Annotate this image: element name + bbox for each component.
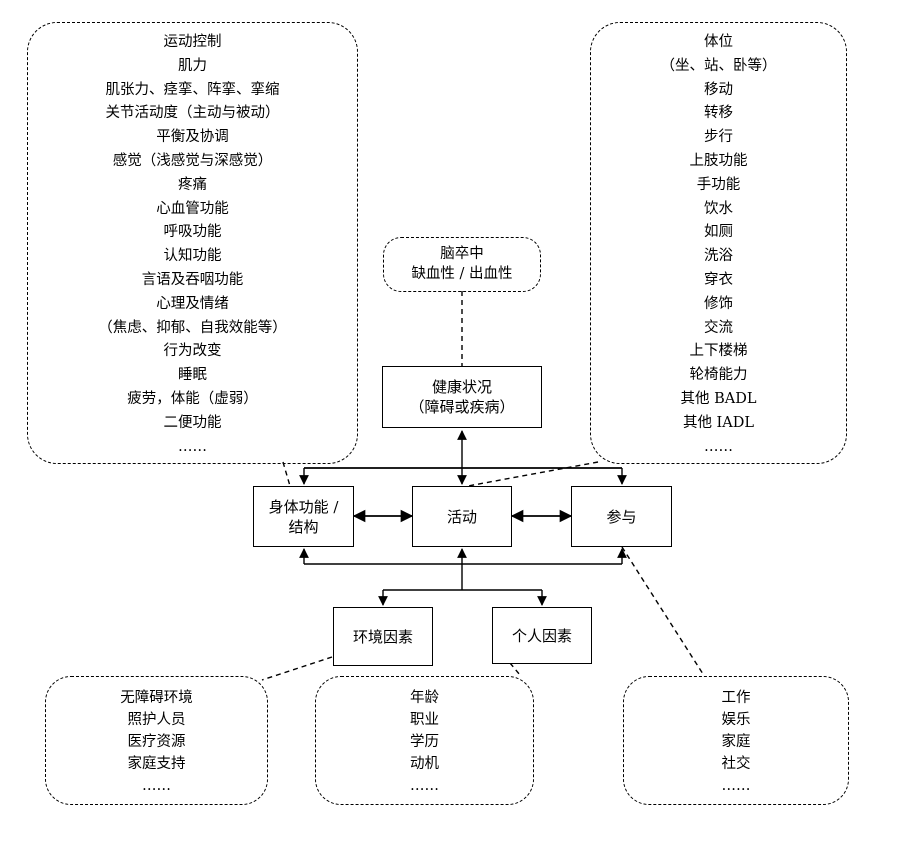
body-function-item: 睡眠 (178, 367, 207, 384)
body-function-item: 关节活动度（主动与被动） (105, 105, 280, 122)
body-function-item: 肌张力、痉挛、阵挛、挛缩 (105, 81, 280, 98)
activity-title: 活动 (446, 507, 477, 526)
activity-item: 其他 BADL (680, 390, 757, 407)
personal-factors-box: 个人因素 (492, 607, 592, 664)
stroke-title: 脑卒中 (440, 246, 484, 262)
environment-item: 家庭支持 (127, 756, 186, 772)
activity-item: 轮椅能力 (689, 367, 748, 384)
body-function-list-box: 运动控制 肌力 肌张力、痉挛、阵挛、挛缩 关节活动度（主动与被动） 平衡及协调 … (27, 22, 358, 464)
personal-item: 年龄 (410, 690, 439, 706)
body-function-item: 心理及情绪 (156, 295, 229, 312)
activity-item: 穿衣 (704, 271, 733, 288)
body-function-title: 身体功能 / (268, 497, 339, 516)
environment-list: 无障碍环境 照护人员 医疗资源 家庭支持 …… (46, 687, 267, 797)
body-function-box: 身体功能 / 结构 (253, 486, 354, 547)
activity-item: 修饰 (704, 295, 733, 312)
participation-list: 工作 娱乐 家庭 社交 …… (624, 687, 848, 797)
personal-factors-title: 个人因素 (511, 626, 572, 645)
body-function-item: 平衡及协调 (156, 129, 229, 146)
body-function-item: 行为改变 (163, 343, 222, 360)
activity-item: 如厕 (704, 224, 733, 241)
activity-item: （坐、站、卧等） (660, 57, 777, 74)
body-function-subtitle: 结构 (288, 517, 319, 536)
personal-list-box: 年龄 职业 学历 动机 …… (315, 676, 534, 805)
health-condition-subtitle: （障碍或疾病） (409, 398, 515, 416)
activity-item: 步行 (704, 129, 733, 146)
activity-box: 活动 (412, 486, 512, 547)
participation-item: 娱乐 (721, 712, 751, 728)
body-function-item: 感觉（浅感觉与深感觉） (112, 152, 273, 169)
environment-item: …… (142, 778, 171, 794)
environment-list-box: 无障碍环境 照护人员 医疗资源 家庭支持 …… (45, 676, 268, 805)
dash-personal-to-list (509, 662, 521, 676)
environment-factors-box: 环境因素 (333, 607, 433, 666)
environment-item: 无障碍环境 (120, 690, 193, 706)
body-function-item: （焦虑、抑郁、自我效能等） (98, 319, 287, 336)
activity-item: 手功能 (696, 176, 741, 193)
participation-list-box: 工作 娱乐 家庭 社交 …… (623, 676, 849, 805)
body-function-item: 二便功能 (163, 414, 222, 431)
activity-item: 饮水 (704, 200, 733, 217)
personal-item: 职业 (410, 712, 439, 728)
activity-item: 转移 (704, 105, 733, 122)
body-function-item: 疲劳，体能（虚弱） (127, 390, 258, 407)
activity-item: 洗浴 (704, 248, 733, 265)
body-function-list: 运动控制 肌力 肌张力、痉挛、阵挛、挛缩 关节活动度（主动与被动） 平衡及协调 … (28, 31, 357, 459)
body-function-item: 疼痛 (178, 176, 207, 193)
health-condition-title: 健康状况 (431, 378, 492, 396)
activity-list-box: 体位 （坐、站、卧等） 移动 转移 步行 上肢功能 手功能 饮水 如厕 洗浴 穿… (590, 22, 847, 464)
activity-item: 移动 (704, 81, 733, 98)
stroke-box: 脑卒中 缺血性 / 出血性 (383, 237, 541, 292)
participation-item: 家庭 (721, 734, 751, 750)
participation-item: 社交 (721, 756, 751, 772)
stroke-subtypes: 缺血性 / 出血性 (411, 266, 513, 282)
body-function-item: 呼吸功能 (163, 224, 222, 241)
body-function-item: …… (178, 438, 207, 455)
environment-item: 照护人员 (127, 712, 186, 728)
body-function-item: 认知功能 (163, 248, 222, 265)
activity-item: 体位 (704, 34, 733, 50)
activity-item: 上肢功能 (689, 152, 748, 169)
personal-item: …… (410, 778, 439, 794)
dash-body-list-to-body (282, 461, 291, 487)
participation-item: 工作 (721, 690, 751, 706)
participation-box: 参与 (571, 486, 672, 547)
body-function-item: 运动控制 (163, 34, 222, 50)
body-function-item: 心血管功能 (156, 200, 229, 217)
personal-item: 动机 (410, 756, 439, 772)
dash-activity-list-to-activity (467, 461, 599, 487)
activity-item: 上下楼梯 (689, 343, 748, 360)
body-function-item: 肌力 (178, 57, 207, 74)
personal-item: 学历 (410, 734, 439, 750)
activity-item: …… (704, 438, 733, 455)
activity-list: 体位 （坐、站、卧等） 移动 转移 步行 上肢功能 手功能 饮水 如厕 洗浴 穿… (591, 31, 846, 459)
health-condition-box: 健康状况 （障碍或疾病） (382, 366, 542, 428)
personal-list: 年龄 职业 学历 动机 …… (316, 687, 533, 797)
activity-item: 其他 IADL (682, 414, 755, 431)
environment-factors-title: 环境因素 (352, 627, 413, 646)
body-function-item: 言语及吞咽功能 (141, 271, 244, 288)
environment-item: 医疗资源 (127, 734, 186, 750)
dash-environment-to-list (261, 656, 333, 681)
dash-participation-to-list (621, 546, 704, 675)
participation-item: …… (721, 778, 751, 794)
participation-title: 参与 (606, 507, 637, 526)
activity-item: 交流 (704, 319, 733, 336)
